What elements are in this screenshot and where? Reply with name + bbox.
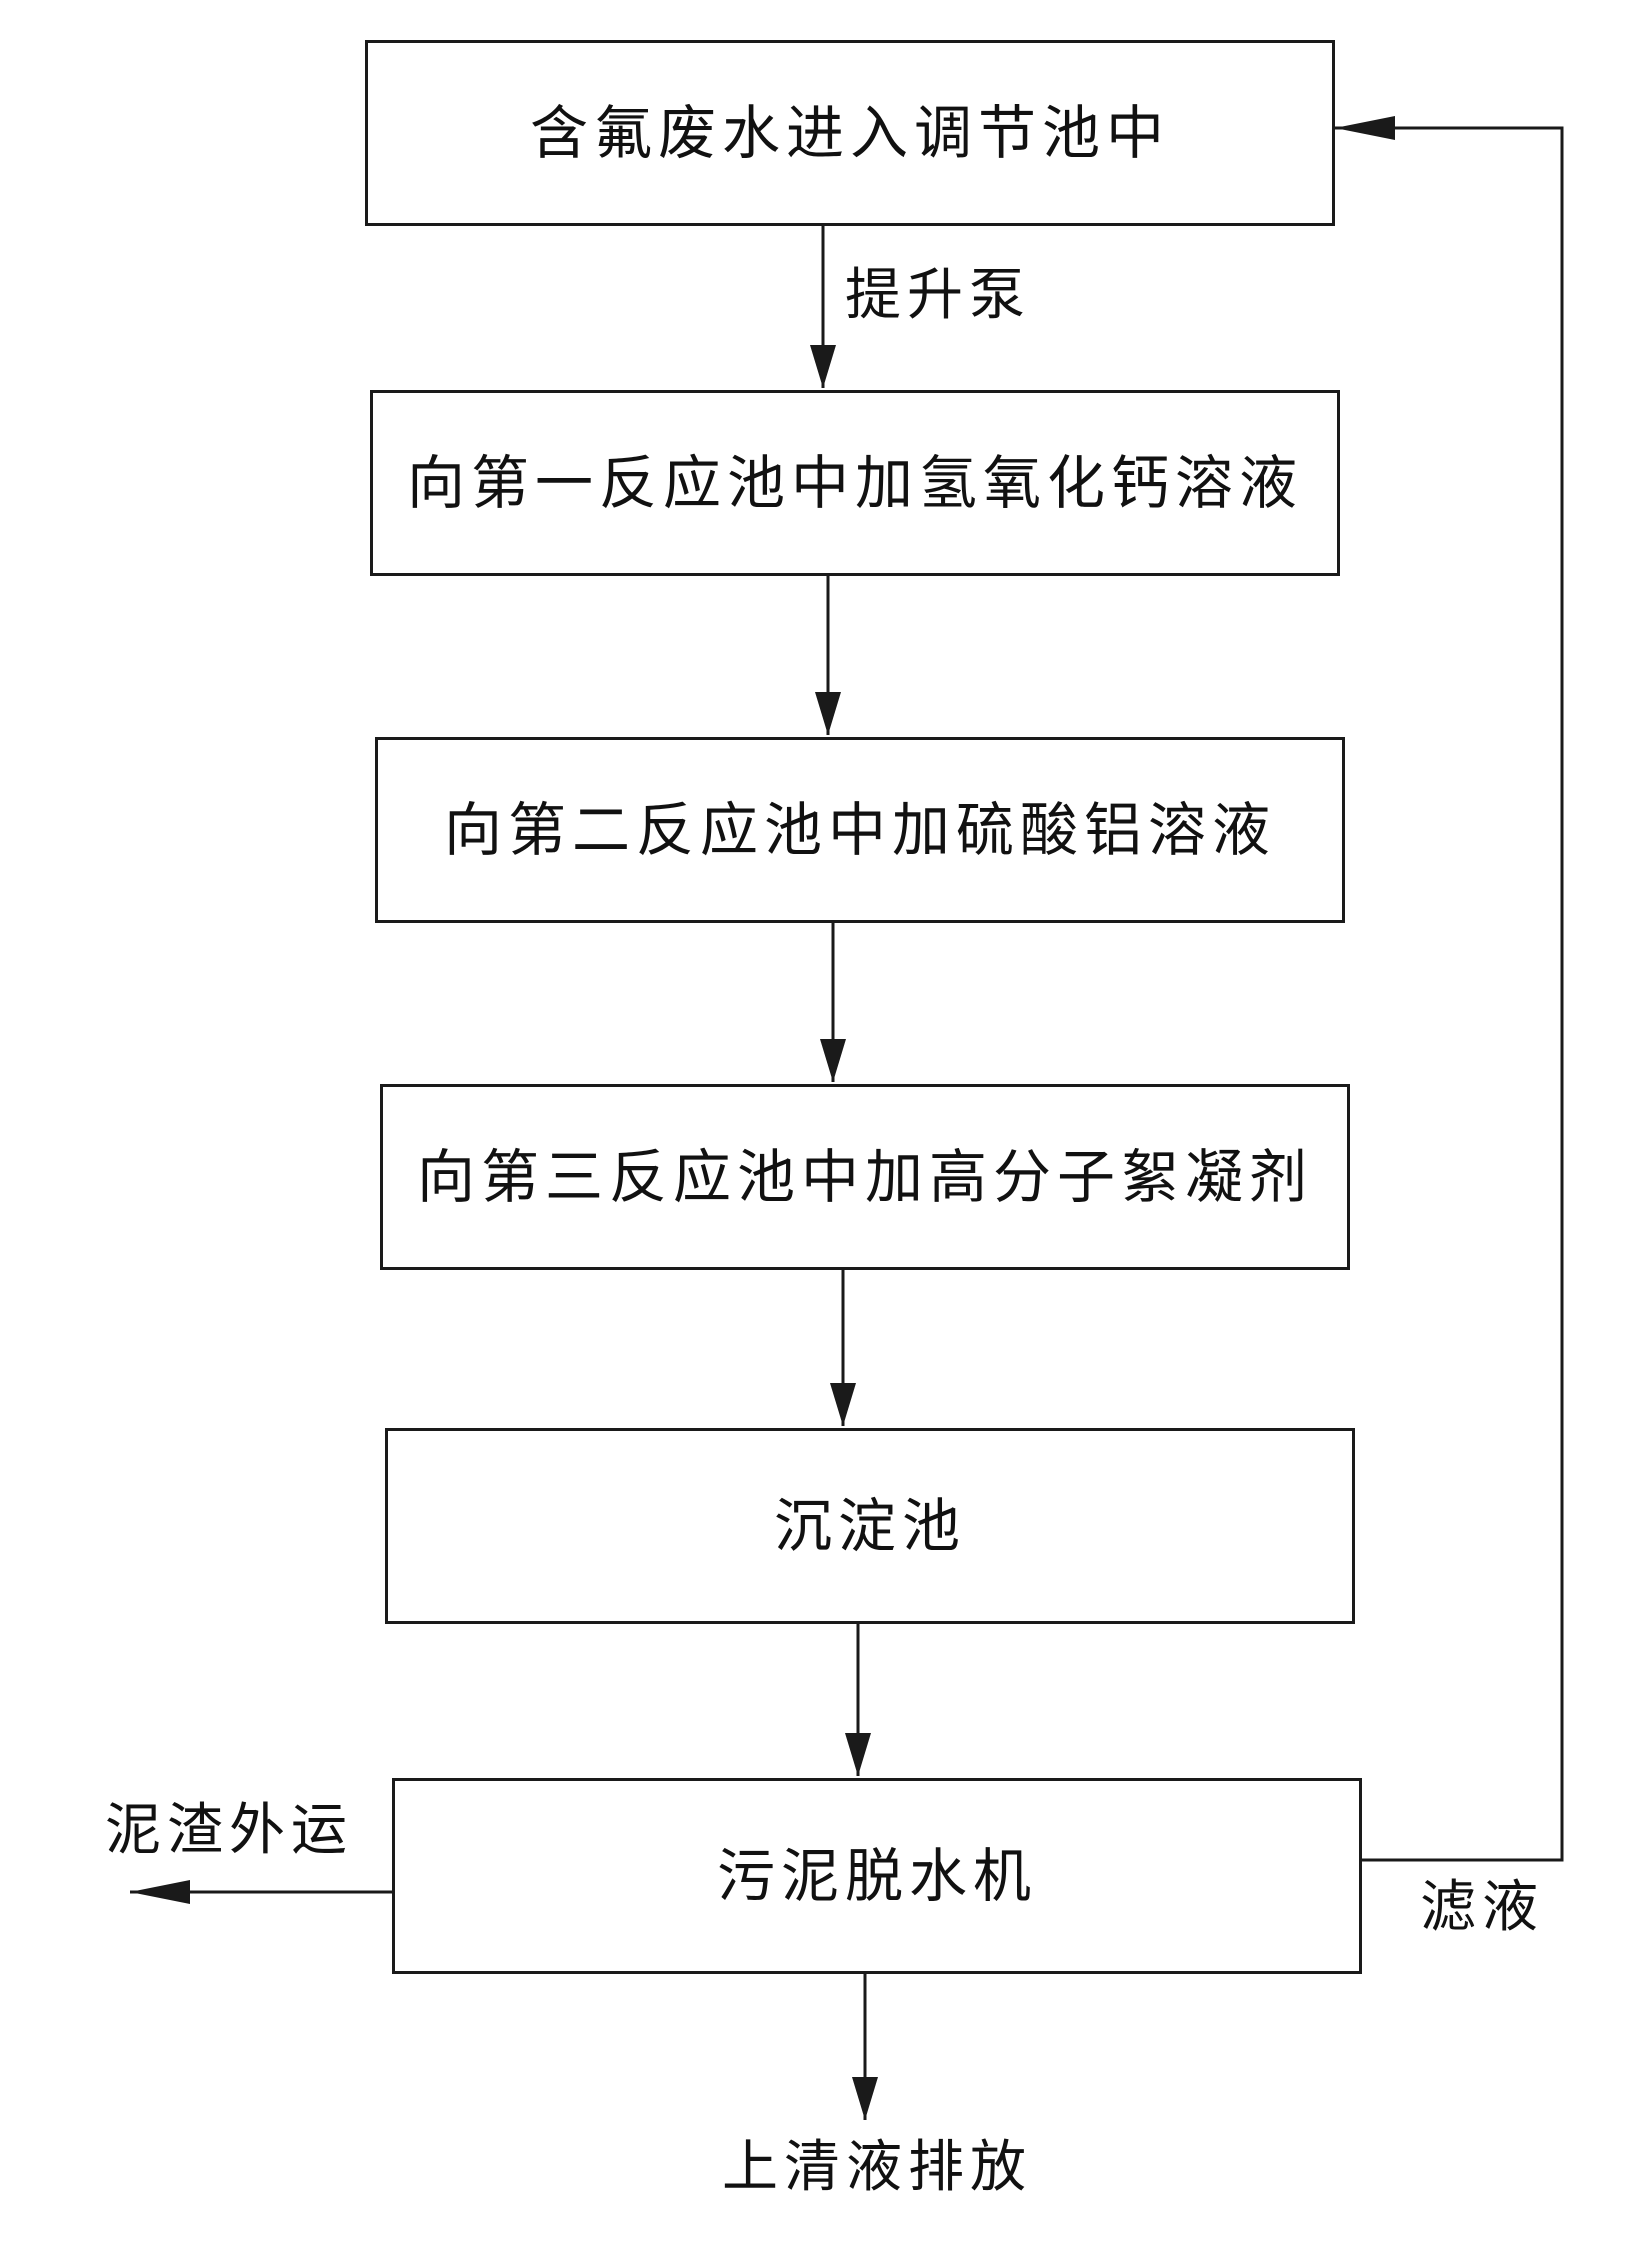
step-third-reaction-tank: 向第三反应池中加高分子絮凝剂 (380, 1084, 1350, 1270)
step-label: 沉淀池 (773, 1492, 966, 1560)
step-label: 向第一反应池中加氢氧化钙溶液 (406, 449, 1303, 517)
filtrate-return-line (1335, 126, 1564, 1862)
step-second-reaction-tank: 向第二反应池中加硫酸铝溶液 (375, 737, 1345, 923)
step-sedimentation-tank: 沉淀池 (385, 1428, 1355, 1624)
step-regulating-tank: 含氟废水进入调节池中 (365, 40, 1335, 226)
step-label: 污泥脱水机 (716, 1842, 1037, 1910)
arrowhead-icon (852, 2077, 878, 2120)
label-filtrate: 滤液 (1420, 1875, 1544, 1940)
arrowhead-icon (845, 1733, 871, 1776)
step-label: 向第三反应池中加高分子絮凝剂 (416, 1143, 1313, 1211)
arrowhead-icon (810, 345, 836, 388)
step-sludge-dewatering-machine: 污泥脱水机 (392, 1778, 1362, 1974)
label-supernatant-discharge: 上清液排放 (722, 2135, 1032, 2200)
arrowhead-icon (130, 1880, 190, 1904)
step-first-reaction-tank: 向第一反应池中加氢氧化钙溶液 (370, 390, 1340, 576)
step-label: 向第二反应池中加硫酸铝溶液 (443, 796, 1276, 864)
label-lift-pump: 提升泵 (845, 263, 1031, 328)
arrowhead-icon (830, 1383, 856, 1426)
arrowhead-icon (815, 692, 841, 735)
arrowhead-icon (820, 1039, 846, 1082)
step-label: 含氟废水进入调节池中 (529, 99, 1170, 167)
arrowhead-icon (1335, 116, 1395, 140)
label-sludge-transport-out: 泥渣外运 (105, 1798, 353, 1863)
